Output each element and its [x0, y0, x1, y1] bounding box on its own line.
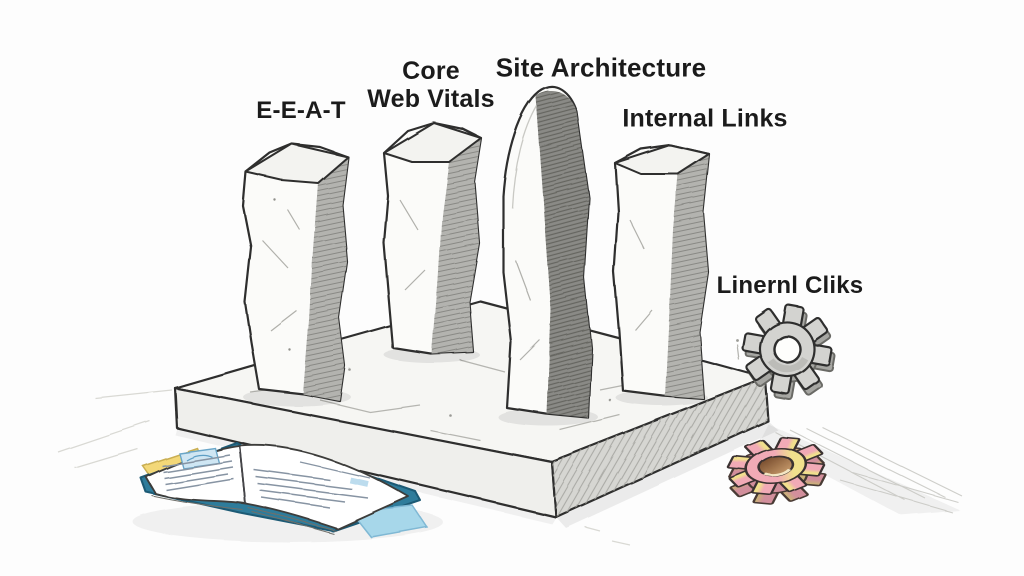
gear-icon	[741, 303, 836, 401]
pillar-site-architecture	[498, 85, 598, 426]
label-core-web-vitals-line2: Web Vitals	[367, 85, 495, 113]
label-site-architecture: Site Architecture	[495, 52, 707, 83]
label-core-web-vitals: Core Web Vitals	[367, 57, 495, 113]
label-eeat: E-E-A-T	[256, 97, 346, 124]
label-gear-caption: Linernl Cliks	[716, 272, 864, 299]
pillar-core-web-vitals	[382, 121, 483, 363]
open-book-icon	[133, 442, 443, 542]
label-core-web-vitals-line1: Core	[402, 57, 460, 85]
gear-3d-color-icon	[726, 436, 827, 506]
label-internal-links: Internal Links	[622, 104, 788, 133]
pillar-eeat	[241, 142, 351, 406]
pillar-internal-links	[612, 143, 711, 406]
ground-sketch-lines	[57, 389, 631, 546]
